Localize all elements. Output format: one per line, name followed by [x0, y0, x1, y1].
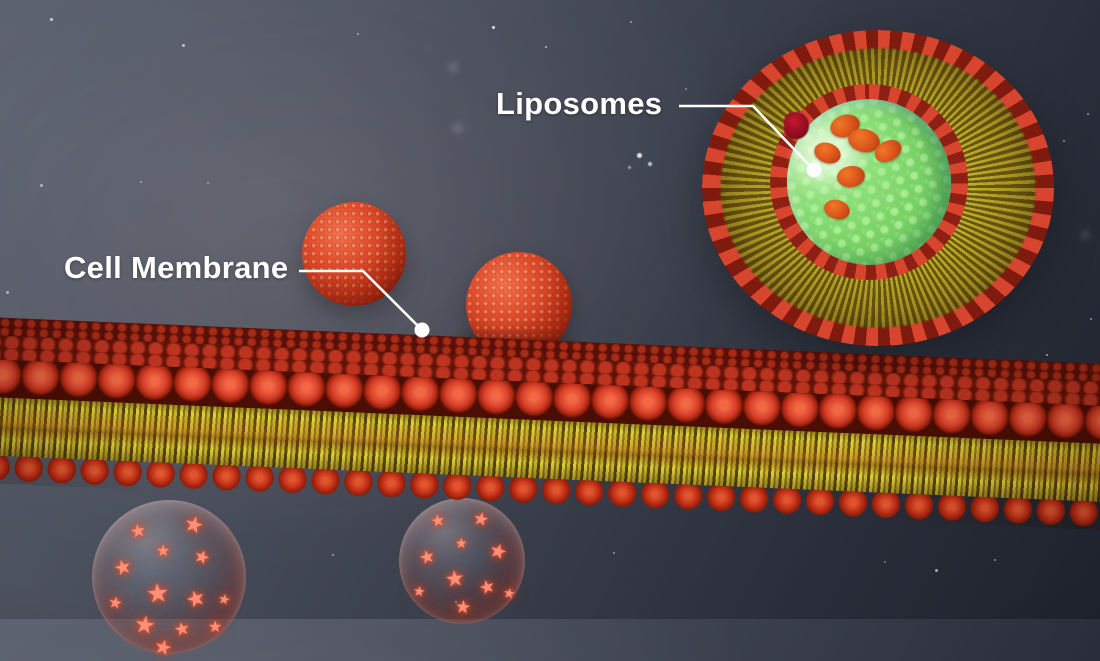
drug-capsule-left: ★★★★★★★★★★★★★: [92, 500, 246, 661]
particle-dot: [40, 184, 43, 187]
particle-dot: [50, 18, 53, 21]
particle-dot: [1080, 230, 1090, 240]
particle-dot: [207, 182, 209, 184]
particle-dot: [448, 62, 459, 73]
glowing-star: ★: [191, 544, 214, 570]
particle-dot: [1090, 318, 1092, 320]
label-liposomes: Liposomes: [496, 86, 663, 121]
glowing-star: ★: [476, 575, 498, 599]
glowing-star: ★: [181, 509, 207, 540]
particle-dot: [1046, 354, 1048, 356]
particle-dot: [935, 569, 938, 572]
glowing-star: ★: [182, 583, 209, 614]
glowing-star: ★: [416, 545, 438, 569]
particle-dot: [1063, 140, 1065, 142]
particle-dot: [6, 291, 9, 294]
glowing-star: ★: [208, 619, 223, 636]
particle-dot: [613, 552, 615, 554]
glowing-star: ★: [486, 538, 510, 566]
glowing-star: ★: [429, 511, 447, 532]
particle-dot: [994, 559, 996, 561]
glowing-star: ★: [216, 589, 233, 609]
liposome-vesicle-1: [302, 202, 406, 306]
glowing-star: ★: [471, 507, 492, 531]
particle-dot: [357, 33, 359, 35]
liposome-cross-section: [702, 30, 1054, 346]
particle-dot: [628, 166, 631, 169]
particle-dot: [455, 601, 457, 603]
membrane-protein-blob: [784, 112, 809, 139]
particle-dot: [630, 21, 632, 23]
particle-dot: [182, 44, 185, 47]
particle-dot: [1087, 113, 1089, 115]
particle-dot: [685, 88, 687, 90]
glowing-star: ★: [443, 565, 466, 592]
particle-dot: [884, 561, 886, 563]
glowing-star: ★: [132, 610, 158, 641]
glowing-star: ★: [453, 596, 473, 618]
particle-dot: [140, 181, 142, 183]
glowing-star: ★: [156, 543, 171, 560]
glowing-star: ★: [106, 593, 124, 614]
glowing-star: ★: [455, 535, 468, 551]
glowing-star: ★: [144, 577, 171, 609]
particle-dot: [332, 554, 334, 556]
particle-dot: [637, 153, 642, 158]
vesicle-shading: [302, 202, 406, 306]
glowing-star: ★: [172, 617, 193, 641]
label-cell-membrane: Cell Membrane: [64, 250, 289, 285]
particle-dot: [492, 26, 495, 29]
glowing-star: ★: [111, 555, 135, 581]
glowing-star: ★: [128, 519, 148, 543]
glowing-star: ★: [151, 635, 175, 661]
particle-dot: [545, 46, 547, 48]
particle-dot: [648, 162, 652, 166]
glowing-star: ★: [501, 584, 517, 602]
drug-capsule-right: ★★★★★★★★★★: [399, 498, 525, 624]
particle-dot: [452, 122, 464, 134]
glowing-star: ★: [411, 582, 427, 600]
